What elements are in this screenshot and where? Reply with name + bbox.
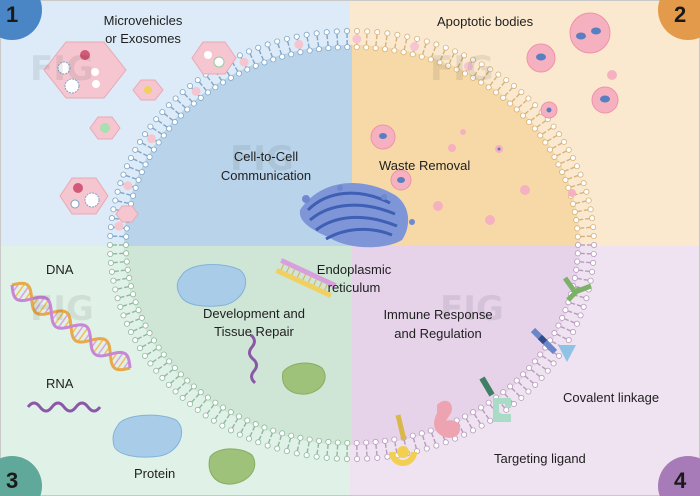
svg-text:FIG: FIG bbox=[230, 139, 294, 179]
label-immune-response: Immune Response bbox=[383, 307, 493, 322]
exosome-hexagon bbox=[43, 41, 127, 99]
quadrant-number-1: 1 bbox=[6, 2, 19, 27]
membrane-fragment bbox=[275, 258, 337, 298]
label-microvehicles: Microvehicles bbox=[103, 13, 183, 28]
label-cell-to-cell: Cell-to-Cell bbox=[233, 149, 299, 164]
exosome-hexagon bbox=[191, 41, 237, 75]
label-development: Development and bbox=[203, 306, 305, 321]
label-reticulum: reticulum bbox=[327, 280, 381, 295]
label-waste-removal: Waste Removal bbox=[379, 158, 471, 173]
svg-text:FIG: FIG bbox=[430, 49, 494, 89]
protein-blob-blue-2 bbox=[112, 414, 182, 458]
svg-text:FIG: FIG bbox=[30, 289, 94, 329]
label-exosomes: or Exosomes bbox=[105, 31, 181, 46]
exosome-hexagon bbox=[115, 205, 139, 223]
protein-blob-green bbox=[282, 362, 326, 395]
label-communication: Communication bbox=[220, 168, 312, 183]
badge-4 bbox=[658, 456, 700, 496]
protein-blob-green-2 bbox=[208, 448, 256, 485]
label-tissue-repair: Tissue Repair bbox=[214, 324, 294, 339]
apoptotic-bodies bbox=[370, 12, 619, 225]
label-protein: Protein bbox=[134, 466, 176, 481]
label-dna: DNA bbox=[46, 262, 74, 277]
targeting-ligand-receptor bbox=[389, 376, 511, 466]
watermark: FIG FIG FIG FIG FIG bbox=[30, 49, 504, 329]
badge-1 bbox=[0, 0, 42, 40]
quadrant-number-3: 3 bbox=[6, 468, 19, 493]
golgi-apparatus bbox=[299, 183, 415, 248]
svg-text:FIG: FIG bbox=[440, 289, 504, 329]
rna-strand-legend bbox=[26, 401, 102, 413]
label-targeting-ligand: Targeting ligand bbox=[494, 451, 586, 466]
label-apoptotic-bodies: Apoptotic bodies bbox=[437, 14, 534, 29]
label-rna: RNA bbox=[46, 376, 74, 391]
label-regulation: and Regulation bbox=[394, 326, 482, 341]
svg-text:FIG: FIG bbox=[30, 49, 94, 89]
rna-strand bbox=[247, 333, 259, 385]
dna-helix bbox=[10, 281, 132, 372]
receptor-y-shape bbox=[562, 276, 592, 302]
protein-blob-blue bbox=[176, 264, 247, 307]
quadrant-number-2: 2 bbox=[674, 2, 687, 27]
label-endoplasmic: Endoplasmic bbox=[316, 262, 392, 277]
covalent-linkage-receptor bbox=[530, 327, 576, 362]
exosome-hexagons bbox=[43, 41, 237, 223]
quadrant-number-4: 4 bbox=[674, 468, 687, 493]
label-covalent-linkage: Covalent linkage bbox=[563, 390, 660, 405]
badge-2 bbox=[658, 0, 700, 40]
badge-3 bbox=[0, 456, 42, 496]
